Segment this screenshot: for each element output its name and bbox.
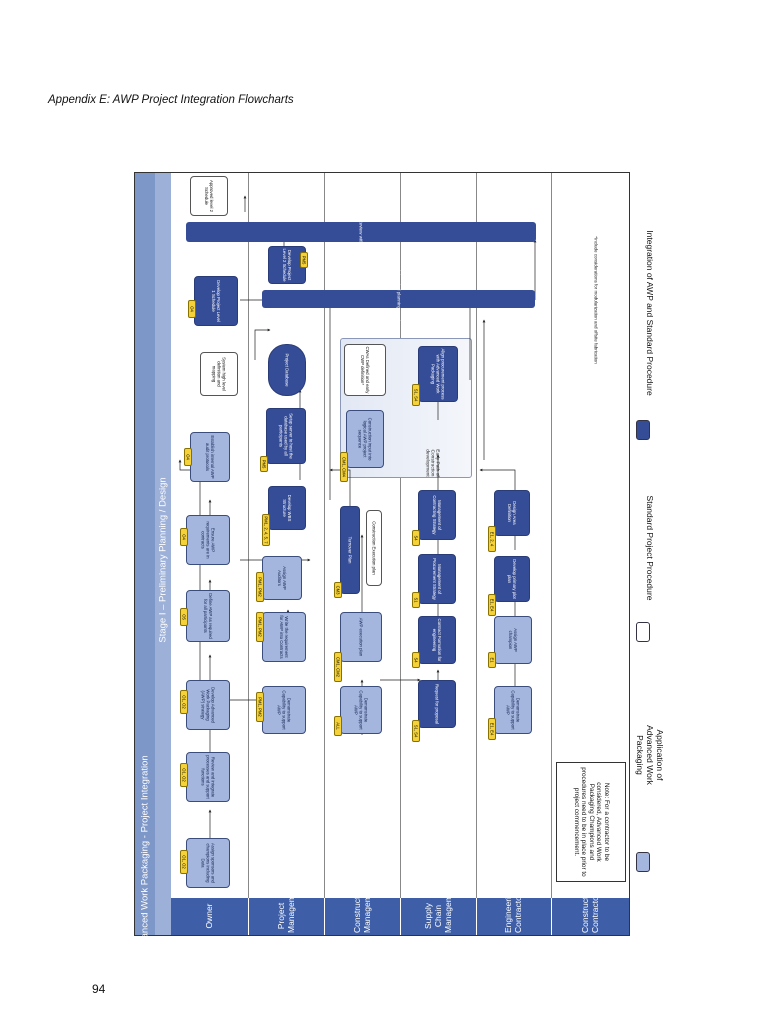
responsibility-tag: PM5 [260, 456, 268, 472]
legend-swatch-awp [636, 852, 650, 872]
responsibility-tag: O1, O2 [180, 690, 188, 714]
diagram-title-band [135, 173, 155, 935]
flow-step-box: Review and integrate processes and suppo… [186, 752, 230, 802]
legend-swatch-integration [636, 420, 650, 440]
flow-step-box: Construction input into logical AWP proj… [346, 410, 384, 468]
responsibility-tag: S4 [412, 530, 420, 546]
flow-step-box: Ensure AWP requirements are in contracts [186, 515, 230, 565]
responsibility-tag: PM1, PM2 [256, 692, 264, 722]
lane-header-divider [248, 898, 249, 935]
flow-step-box: Develop Project Level 1 Schedule [194, 276, 238, 326]
flow-step-box: Contract Formation for engineering [418, 616, 456, 664]
legend-swatch-standard [636, 622, 650, 642]
flow-step-box: Construction Execution plan [366, 510, 382, 586]
flow-step-box: Request for proposal [418, 680, 456, 728]
flow-step-box: Assign sponsors and champions including … [186, 838, 230, 888]
flow-step-box: Define AWP as required for all participa… [186, 590, 230, 642]
flow-step-box: Design Area Definition [494, 490, 530, 536]
responsibility-tag: O5 [180, 608, 188, 626]
flow-step-box: Demonstrate Capability to support AWP [340, 686, 382, 734]
lane-label-project-management: Project Management [276, 883, 296, 933]
lane-divider [248, 173, 249, 898]
flow-step-box: System high level definition and mapping [200, 352, 238, 396]
lane-divider [324, 173, 325, 898]
project-database-cylinder: Project Database [268, 344, 306, 396]
flow-step-box: Align procurement process with Advanced … [418, 346, 458, 402]
contractor-note-box: Note: For a contractor to be considered,… [556, 762, 626, 882]
responsibility-tag: O1, O2 [180, 763, 188, 787]
integrated-planning-bar: Integrated planning sessions [262, 270, 535, 328]
flow-step-box: AWP execution plan [340, 612, 382, 662]
responsibility-tag: CM1, CM4 [340, 452, 348, 482]
flow-step-box: Develop Project Level 2 Schedule [268, 246, 306, 284]
flow-step-box: Develop primary plot plan [494, 556, 530, 602]
responsibility-tag: E1 [488, 652, 496, 668]
flow-step-box: Management of Contracting Strategy [418, 490, 456, 540]
flow-step-box: Setup server to host the database used b… [266, 408, 306, 464]
level-2-schedule-review-bar: Level 2 Schedule Review with constructio… [186, 183, 536, 281]
responsibility-tag: E1, 2, 4 [488, 526, 496, 552]
responsibility-tag: O4 [184, 448, 192, 466]
lane-divider [476, 173, 477, 898]
lane-label-engineering-contractor: Engineering Contractor [503, 887, 523, 933]
stage-band [155, 173, 171, 935]
flow-step-box: Establish internal AWP audit protocols [190, 432, 230, 482]
lane-divider [551, 173, 552, 898]
lane-header-divider [324, 898, 325, 935]
lane-header-divider [476, 898, 477, 935]
page-header: Appendix E: AWP Project Integration Flow… [48, 94, 294, 106]
lane-label-supply-chain-management: Supply Chain Management [423, 883, 453, 933]
responsibility-tag: S1, S4 [412, 720, 420, 742]
lane-label-owner: Owner [204, 903, 214, 929]
diagram-title: Advanced Work Packaging - Project Integr… [139, 755, 151, 955]
responsibility-tag: E1, E4 [488, 718, 496, 740]
flow-step-box: Assign AWP champion [494, 616, 532, 664]
responsibility-tag: O1, O2 [180, 850, 188, 874]
stage-title: Stage I – Preliminary Planning / Design [157, 477, 169, 643]
responsibility-tag: S4 [412, 652, 420, 668]
early-path-label: Early Path of Construction development [424, 449, 440, 477]
lane-divider [400, 173, 401, 898]
legend-label-integration: Integration of AWP and Standard Procedur… [645, 230, 655, 396]
lane-label-construction-management: Construction Management [352, 883, 372, 933]
flow-step-box: Approved level 2 Schedule [190, 176, 228, 216]
flow-step-box: Develop WBS Structure [268, 486, 306, 530]
flow-step-box: Management of Procurement Strategy [418, 554, 456, 604]
page-number: 94 [92, 982, 106, 996]
flow-step-box: Write the requirement for AWP into Contr… [262, 612, 306, 662]
responsibility-tag: O4 [188, 300, 196, 318]
responsibility-tag: S1 [412, 592, 420, 608]
responsibility-tag: S1, S4 [412, 384, 420, 406]
responsibility-tag: E1, E4 [488, 594, 496, 616]
legend-label-standard: Standard Project Procedure [645, 495, 655, 601]
responsibility-tag: PM5 [300, 252, 308, 268]
contractor-note-text: Note: For a contractor to be considered,… [572, 767, 610, 877]
responsibility-tag: PM1, PM2 [256, 612, 264, 642]
responsibility-tag: O4 [180, 528, 188, 546]
lane-header-divider [400, 898, 401, 935]
footnote: *Include considerations for modularizati… [593, 236, 599, 364]
flow-step-box: Assign AWP Auditors [262, 556, 302, 600]
flow-step-box: Demonstrate Capability to support AWP [262, 686, 306, 734]
responsibility-tag: PM1, PM2 [256, 572, 264, 602]
flow-step-box: Turnover Plan [340, 506, 360, 594]
responsibility-tag: CM1, CM2 [334, 652, 342, 682]
lane-header-divider [551, 898, 552, 935]
responsibility-tag: ALL [334, 716, 342, 736]
flow-step-box: Demonstrate Capability to support AWP [494, 686, 532, 734]
responsibility-tag: CM3 [334, 582, 342, 598]
responsibility-tag: PM1, 2, 4, 5, 7 [262, 514, 270, 546]
flow-step-box: CWAs Defined and early CWP definition* [344, 344, 386, 396]
legend-label-awp: Application of Advanced Work Packaging [635, 725, 665, 785]
lane-label-construction-contractor: Construction Contractor [580, 885, 600, 933]
flow-step-box: Develop Advanced Work Packaging (AWP) st… [186, 680, 230, 730]
